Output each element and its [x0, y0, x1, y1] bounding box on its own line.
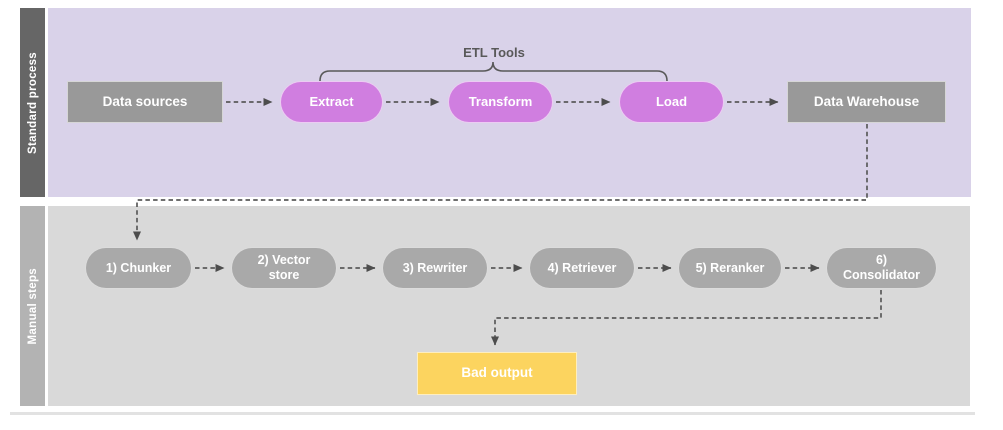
node-chunker-label: 1) Chunker — [105, 260, 172, 275]
node-rewriter-label: 3) Rewriter — [402, 260, 468, 275]
node-consolidator-label: 6) Consolidator — [842, 253, 921, 282]
node-reranker: 5) Reranker — [678, 247, 782, 289]
bottom-divider-line — [10, 412, 975, 415]
node-reranker-label: 5) Reranker — [695, 260, 765, 275]
node-extract-label: Extract — [309, 94, 354, 110]
node-chunker: 1) Chunker — [85, 247, 192, 289]
node-transform-label: Transform — [468, 94, 533, 110]
etl-tools-label: ETL Tools — [463, 45, 525, 60]
node-transform: Transform — [448, 81, 553, 123]
node-load-label: Load — [655, 94, 688, 110]
node-vector-store-label: 2) Vector store — [257, 253, 311, 282]
node-data-warehouse: Data Warehouse — [787, 81, 946, 123]
node-data-sources: Data sources — [67, 81, 223, 123]
node-vector-store: 2) Vector store — [231, 247, 337, 289]
node-data-sources-label: Data sources — [102, 93, 188, 109]
node-consolidator: 6) Consolidator — [826, 247, 937, 289]
node-bad-output: Bad output — [417, 352, 577, 395]
node-load: Load — [619, 81, 724, 123]
node-extract: Extract — [280, 81, 383, 123]
lane-label-manual-steps: Manual steps — [26, 267, 39, 345]
lane-header-standard-process: Standard process — [20, 8, 45, 197]
node-rewriter: 3) Rewriter — [382, 247, 488, 289]
node-bad-output-label: Bad output — [461, 365, 533, 381]
node-retriever: 4) Retriever — [529, 247, 635, 289]
node-retriever-label: 4) Retriever — [547, 260, 617, 275]
node-data-warehouse-label: Data Warehouse — [813, 93, 920, 109]
lane-header-manual-steps: Manual steps — [20, 206, 45, 406]
lane-label-standard-process: Standard process — [26, 51, 39, 154]
